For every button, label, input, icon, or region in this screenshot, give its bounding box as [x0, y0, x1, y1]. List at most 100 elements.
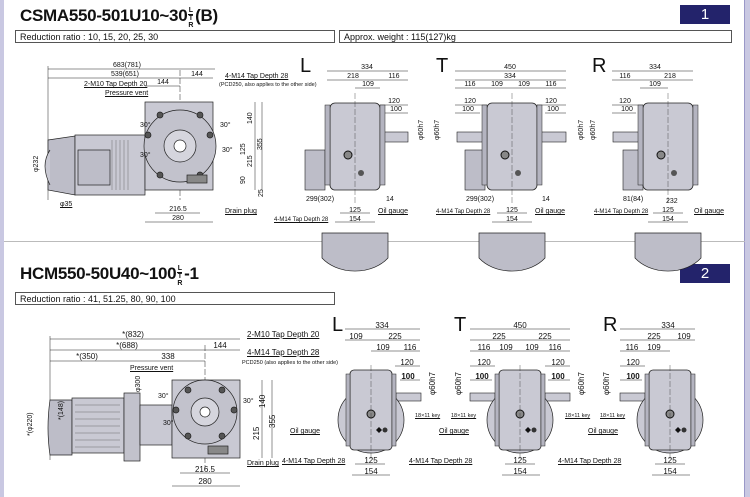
note-label: 4-M14 Tap Depth 28 [282, 458, 346, 465]
dim-label: *(350) [76, 352, 98, 361]
dim-label: 109 [525, 343, 539, 352]
dim-label: 116 [545, 81, 557, 88]
dim-label: 109 [376, 343, 390, 352]
dim-label: 216.5 [169, 206, 187, 213]
model-tail: -1 [184, 264, 199, 283]
dim-label: 100 [475, 372, 489, 381]
dim-label: 100 [462, 106, 474, 113]
side-view-1-L [304, 92, 409, 272]
dim-label: 338 [161, 352, 175, 361]
dim-label: 334 [649, 64, 661, 71]
dim-label: 334 [375, 321, 389, 330]
dim-label: 154 [364, 467, 378, 476]
note-label: 4-M14 Tap Depth 28 [274, 217, 329, 223]
note-label: 4-M14 Tap Depth 28 [409, 458, 473, 465]
dim-label: 225 [388, 332, 402, 341]
section-badge: 2 [680, 264, 730, 283]
dim-label: 100 [626, 372, 640, 381]
note-label: 2-M10 Tap Depth 20 [84, 81, 148, 88]
page-edge-left [0, 0, 4, 497]
dim-label: 116 [619, 73, 631, 80]
suffix-l: L [188, 7, 193, 14]
dim-label: 109 [499, 343, 513, 352]
suffix-r: R [177, 280, 183, 287]
angle-label: 30° [163, 420, 174, 427]
dim-label: 90 [240, 176, 247, 184]
side-view-2-R [619, 364, 704, 461]
dim-label: 100 [547, 106, 559, 113]
model-code: CSMA550-501U10~30 [20, 6, 188, 25]
weight-box: Approx. weight : 115(127)kg [339, 30, 732, 43]
dim-label: 120 [619, 98, 631, 105]
note-label: Drain plug [247, 460, 279, 467]
dim-label: 14 [386, 196, 394, 203]
dim-label: 280 [198, 477, 212, 486]
dim-label: 216.5 [194, 465, 216, 474]
dim-label: *(832) [122, 330, 144, 339]
dim-label: 100 [390, 106, 402, 113]
dim-label: 109 [647, 343, 661, 352]
dim-label: 120 [400, 358, 414, 367]
view-label-r: R [603, 314, 618, 336]
note-label: Pressure vent [130, 365, 174, 372]
side-view-1-R [612, 92, 702, 272]
dim-label: 154 [513, 467, 527, 476]
dim-label: 232 [666, 198, 678, 205]
dim-label: 116 [464, 81, 476, 88]
side-view-2-T [469, 364, 571, 461]
dim-label: 100 [551, 372, 565, 381]
view-label-r: R [592, 55, 607, 77]
dim-label: 144 [191, 71, 203, 78]
dim-label: 116 [477, 343, 491, 352]
dim-label: 334 [361, 64, 373, 71]
dim-label: 225 [647, 332, 661, 341]
dim-label: 125 [349, 207, 361, 214]
reduction-ratio-box: Reduction ratio : 10, 15, 20, 25, 30 [15, 30, 335, 43]
angle-label: 30° [222, 147, 233, 154]
dim-label: *(φ220) [27, 412, 34, 436]
dim-label: 109 [518, 81, 530, 88]
note-label: 18×11 key [565, 413, 591, 419]
dim-label: 14 [542, 196, 550, 203]
dim-label: 120 [464, 98, 476, 105]
dim-label: 140 [247, 112, 254, 124]
note-label: PCD250 (also applies to the other side) [242, 360, 338, 366]
note-label: (PCD250, also applies to the other side) [219, 82, 317, 88]
dim-label: 144 [157, 79, 169, 86]
dim-label: 154 [506, 216, 518, 223]
dim-label: 116 [403, 343, 417, 352]
dim-label: 154 [662, 216, 674, 223]
side-view-2-L [337, 364, 422, 461]
note-label: 18×11 key [451, 413, 477, 419]
dim-label: 280 [172, 215, 184, 222]
note-label: 4-M14 Tap Depth 28 [247, 348, 320, 357]
note-label: Oil gauge [694, 208, 724, 215]
dim-label: 334 [661, 321, 675, 330]
view-label-l: L [300, 55, 312, 77]
dim-label: 215 [252, 426, 261, 440]
dim-label: 154 [349, 216, 361, 223]
dim-label: 144 [213, 341, 227, 350]
dim-label: 120 [477, 358, 491, 367]
dim-label: 218 [664, 73, 676, 80]
note-label: 18×11 key [600, 413, 626, 419]
page-edge-right [744, 0, 750, 497]
dim-label: 109 [649, 81, 661, 88]
dim-label: φ60h7 [428, 372, 437, 395]
model-tail: (B) [195, 6, 218, 25]
dim-label: 299(302) [466, 196, 495, 203]
view-label-t: T [436, 55, 449, 77]
dim-label: 125 [364, 456, 378, 465]
dim-label: 355 [268, 414, 277, 428]
dim-label: 109 [491, 81, 503, 88]
note-label: Drain plug [225, 208, 257, 215]
note-label: 2-M10 Tap Depth 20 [247, 330, 320, 339]
dim-label: 225 [492, 332, 506, 341]
front-view-1 [44, 101, 217, 196]
reduction-ratio-box: Reduction ratio : 41, 51.25, 80, 90, 100 [15, 292, 335, 305]
front-view-2 [47, 379, 241, 462]
